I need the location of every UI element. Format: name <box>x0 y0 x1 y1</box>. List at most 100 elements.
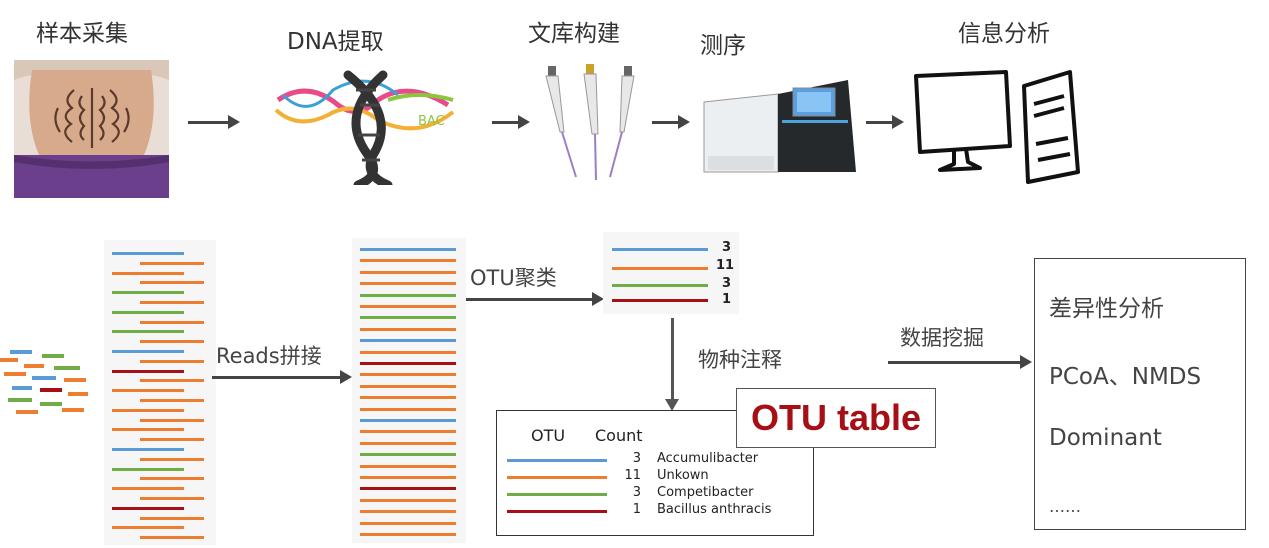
read-bar <box>140 438 204 442</box>
step-sequencing-label: 测序 <box>700 33 746 59</box>
joined-read-bar <box>360 327 456 331</box>
otu-table-badge: OTU table <box>736 388 936 448</box>
cluster-bar-blue <box>612 248 708 251</box>
otu-row-count: 1 <box>632 502 641 517</box>
belly-photo <box>14 60 169 198</box>
read-bar <box>112 369 184 373</box>
step-sample-label: 样本采集 <box>36 21 128 47</box>
read-bar <box>140 477 204 481</box>
read-bar <box>112 487 184 491</box>
joined-read-bar <box>360 373 456 377</box>
read-bar <box>112 271 184 275</box>
otu-row-name: Unkown <box>657 468 709 483</box>
joined-read-bar <box>360 362 456 365</box>
reads-column <box>104 240 216 545</box>
cluster-count: 1 <box>722 292 732 307</box>
result-item: …… <box>1049 497 1081 516</box>
joined-read-bar <box>360 248 456 251</box>
annotation-label: 物种注释 <box>698 348 782 372</box>
dna-helix-icon: BAC <box>268 60 468 190</box>
otu-row: 3 Accumulibacter <box>507 451 807 467</box>
result-item: PCoA、NMDS <box>1049 364 1202 390</box>
otu-row-line <box>507 510 607 513</box>
cluster-count: 3 <box>722 240 732 255</box>
step-analysis-label: 信息分析 <box>958 21 1050 47</box>
read-bar <box>140 379 204 383</box>
joined-read-bar <box>360 498 456 502</box>
step-library-label: 文库构建 <box>528 21 620 47</box>
read-bar <box>140 261 204 265</box>
read-bar <box>112 291 184 295</box>
joined-reads-panel <box>352 238 466 543</box>
read-bar <box>112 330 184 334</box>
read-bar <box>112 506 184 510</box>
result-item: Dominant <box>1049 425 1162 451</box>
dna-bac-text: BAC <box>418 114 445 129</box>
reads-join-label: Reads拼接 <box>216 344 322 368</box>
joined-read-bar <box>360 293 456 297</box>
cluster-bar-green <box>612 284 708 287</box>
cluster-bar-red <box>612 299 708 302</box>
joined-read-bar <box>360 453 456 457</box>
arrow-seq-to-analysis <box>866 115 904 129</box>
joined-read-bar <box>360 282 456 286</box>
cluster-count: 11 <box>716 258 735 273</box>
computer-icon <box>910 66 1090 188</box>
cluster-count: 3 <box>722 276 732 291</box>
arrow-library-to-seq <box>652 115 690 129</box>
read-bar <box>112 310 184 314</box>
joined-read-bar <box>360 419 456 422</box>
arrow-sample-to-dna <box>188 115 240 129</box>
joined-read-bar <box>360 407 456 411</box>
joined-read-bar <box>360 316 456 320</box>
read-bar <box>112 467 184 471</box>
cluster-bar-orange <box>612 267 708 270</box>
otu-row-name: Bacillus anthracis <box>657 502 772 517</box>
overlapping-reads <box>104 240 216 545</box>
otu-row-line <box>507 476 607 479</box>
read-bar <box>140 320 204 324</box>
joined-read-bar <box>360 339 456 343</box>
joined-read-bar <box>360 384 456 388</box>
otu-row: 11 Unkown <box>507 468 807 484</box>
otu-row-name: Competibacter <box>657 485 754 500</box>
otu-row: 3 Competibacter <box>507 485 807 501</box>
joined-reads-column <box>352 238 466 543</box>
sequencer-icon <box>698 72 858 180</box>
read-bar <box>140 399 204 402</box>
arrow-data-mining <box>888 355 1032 369</box>
count-header: Count <box>595 426 643 445</box>
otu-row-count: 3 <box>632 485 641 500</box>
read-bar <box>112 526 184 530</box>
read-bar <box>112 389 184 393</box>
otu-table: OTU Count 3 Accumulibacter 11 Unkown 3 C… <box>496 410 814 536</box>
read-bar <box>140 301 204 304</box>
arrow-otu-cluster <box>466 292 604 306</box>
otu-row-count: 3 <box>632 451 641 466</box>
read-bar <box>112 350 184 353</box>
joined-read-bar <box>360 510 456 514</box>
data-mining-label: 数据挖掘 <box>900 326 984 350</box>
arrow-reads-join <box>212 370 352 384</box>
read-bar <box>112 408 184 412</box>
joined-read-bar <box>360 350 456 354</box>
read-bar <box>140 340 204 344</box>
read-bar <box>140 418 204 422</box>
read-bar <box>140 457 204 461</box>
joined-read-bar <box>360 487 456 491</box>
joined-read-bar <box>360 533 456 536</box>
arrow-annotation <box>665 318 679 411</box>
scattered-reads <box>0 344 95 420</box>
otu-row-line <box>507 493 607 496</box>
otu-cluster-label: OTU聚类 <box>470 266 557 290</box>
joined-read-bar <box>360 521 456 525</box>
joined-read-bar <box>360 476 456 479</box>
read-bar <box>140 359 204 363</box>
otu-row-count: 11 <box>624 468 641 483</box>
read-bar <box>140 516 204 520</box>
read-bar <box>140 497 204 500</box>
read-bar <box>140 536 204 540</box>
joined-read-bar <box>360 305 456 308</box>
otu-row-line <box>507 459 607 462</box>
read-bar <box>140 281 204 285</box>
